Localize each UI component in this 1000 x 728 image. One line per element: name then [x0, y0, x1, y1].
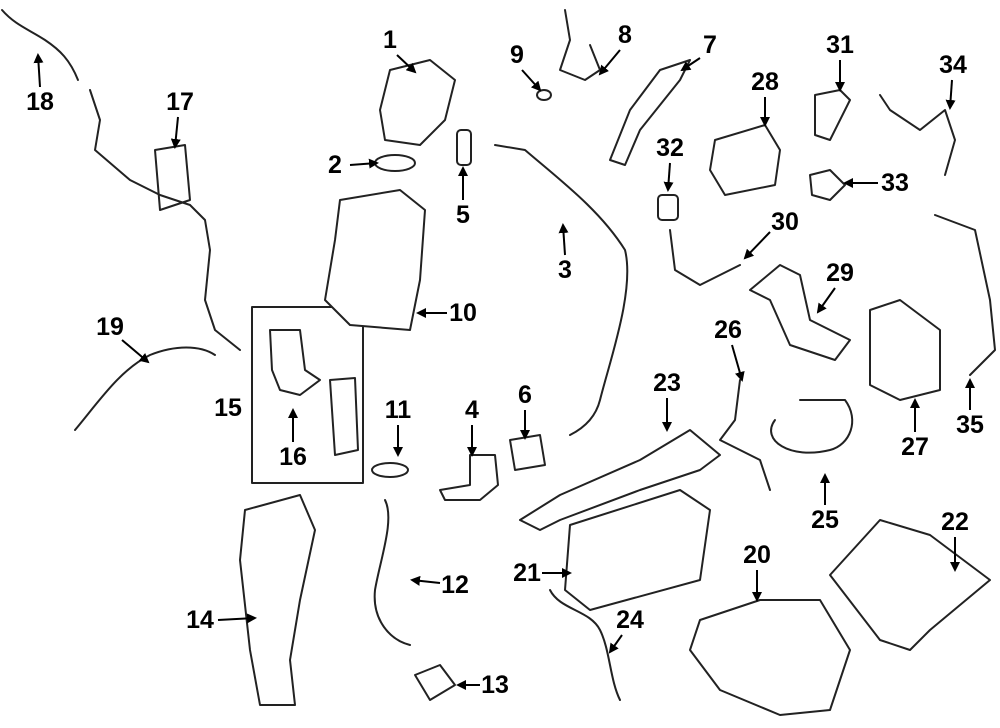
callout-label-8: 8: [618, 21, 632, 49]
callout-arrow-9: [521, 69, 542, 92]
callout-label-33: 33: [881, 169, 909, 197]
callout-label-9: 9: [510, 41, 524, 69]
part-6-gasket: [509, 434, 546, 471]
part-32-cap: [657, 194, 679, 221]
part-24-hose: [549, 589, 621, 701]
callout-label-18: 18: [26, 88, 54, 116]
part-3-egr-tube: [494, 144, 629, 436]
callout-label-21: 21: [513, 559, 541, 587]
callout-arrow-2: [349, 158, 379, 169]
callout-label-27: 27: [901, 433, 929, 461]
part-18-hose: [1, 9, 79, 81]
callout-label-2: 2: [328, 151, 342, 179]
part-28-filter: [709, 124, 781, 196]
part-20-canister: [689, 599, 851, 716]
part-10-egr-cooler: [324, 189, 426, 331]
callout-label-26: 26: [714, 316, 742, 344]
callout-label-34: 34: [939, 51, 967, 79]
callout-label-14: 14: [186, 606, 214, 634]
callout-arrow-3: [558, 223, 569, 256]
part-26-bracket: [719, 379, 771, 491]
callout-arrow-7: [680, 57, 701, 72]
part-17-bracket-pipe: [89, 89, 241, 351]
callout-arrow-32: [663, 162, 674, 192]
callout-label-23: 23: [653, 369, 681, 397]
part-29-bracket: [749, 264, 851, 361]
callout-label-19: 19: [96, 313, 124, 341]
part-25-hose: [770, 399, 854, 454]
callout-label-1: 1: [383, 26, 397, 54]
callout-label-5: 5: [456, 201, 470, 229]
callout-arrow-26: [731, 344, 745, 382]
callout-label-20: 20: [743, 541, 771, 569]
part-34-sensor: [879, 94, 956, 176]
callout-label-6: 6: [518, 381, 532, 409]
part-5-gasket: [456, 129, 472, 166]
part-1-egr-valve: [379, 59, 456, 146]
callout-label-29: 29: [826, 259, 854, 287]
callout-label-10: 10: [449, 299, 477, 327]
callout-label-16: 16: [279, 443, 307, 471]
callout-arrow-14: [217, 613, 257, 624]
part-2-gasket: [374, 154, 416, 172]
callout-label-13: 13: [481, 671, 509, 699]
part-4-pipe: [439, 454, 499, 501]
part-16-solenoid: [269, 329, 321, 396]
callout-label-22: 22: [941, 508, 969, 536]
part-12-tube: [373, 499, 411, 646]
callout-label-30: 30: [771, 208, 799, 236]
callout-arrow-1: [396, 54, 417, 74]
callout-label-24: 24: [616, 606, 644, 634]
callout-label-11: 11: [385, 396, 412, 424]
callout-label-3: 3: [558, 256, 572, 284]
callout-arrow-18: [33, 53, 44, 88]
part-13-gasket: [414, 664, 456, 701]
callout-label-4: 4: [465, 396, 479, 424]
callout-arrow-30: [743, 231, 771, 260]
callout-arrow-12: [410, 575, 441, 586]
callout-arrow-24: [608, 634, 623, 654]
part-9-washer: [536, 89, 552, 101]
callout-label-7: 7: [703, 31, 717, 59]
callout-label-35: 35: [956, 411, 984, 439]
callout-arrow-8: [598, 49, 621, 76]
part-15-bracket: [329, 377, 359, 456]
part-14-heat-shield: [239, 494, 316, 706]
callout-label-31: 31: [826, 31, 854, 59]
part-23-bracket: [519, 429, 721, 531]
part-33-connector: [809, 169, 846, 201]
callout-label-17: 17: [166, 88, 194, 116]
part-31-hose: [814, 89, 851, 141]
callout-label-12: 12: [441, 571, 469, 599]
callout-arrow-29: [816, 287, 836, 314]
callout-arrow-34: [945, 79, 956, 110]
part-17-bracket: [154, 144, 191, 211]
part-22-bracket: [829, 519, 991, 651]
callout-label-15: 15: [214, 394, 242, 422]
callout-arrow-17: [170, 116, 181, 149]
callout-label-32: 32: [656, 134, 684, 162]
part-11-gasket: [371, 462, 409, 478]
part-30-hose: [669, 229, 741, 286]
callout-arrow-19: [121, 339, 150, 364]
callout-label-25: 25: [811, 506, 839, 534]
callout-label-28: 28: [751, 68, 779, 96]
part-27-canister-module: [869, 299, 941, 401]
part-group-box-15: [251, 306, 364, 484]
part-35-tube: [934, 214, 996, 376]
part-19-hose: [74, 346, 216, 431]
part-21-canister: [564, 489, 711, 611]
part-8-sensor: [559, 9, 601, 81]
